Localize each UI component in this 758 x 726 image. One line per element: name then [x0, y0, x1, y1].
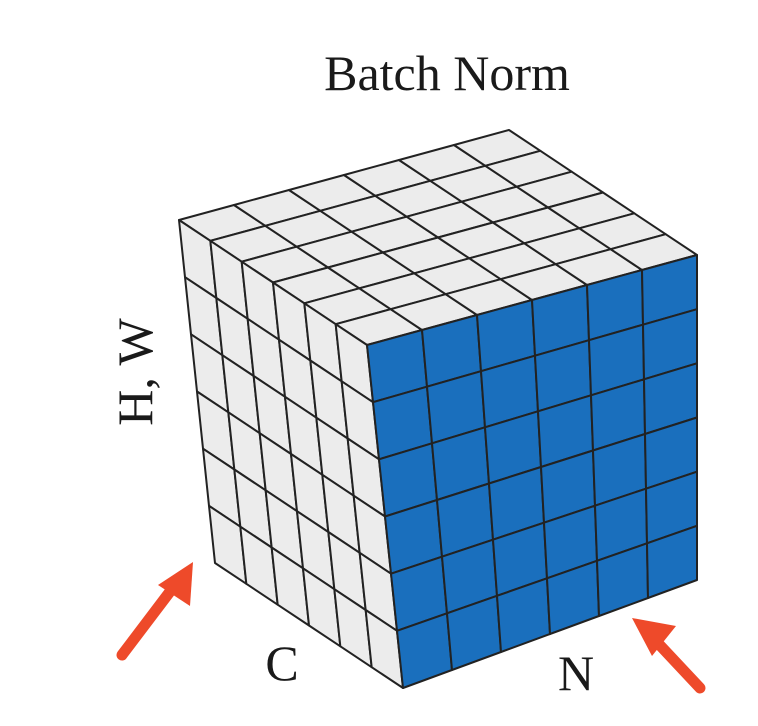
- axis-label-c: C: [265, 635, 298, 691]
- axis-label-n: N: [558, 645, 594, 701]
- axis-label-hw: H, W: [107, 317, 163, 425]
- cube-left-face: [178, 219, 404, 689]
- arrow-up-left-icon: [632, 618, 706, 694]
- cube-top-face: [178, 129, 698, 346]
- front-cell: [646, 524, 698, 599]
- cube-front-face-highlighted: [366, 254, 698, 689]
- diagram-title: Batch Norm: [324, 45, 570, 101]
- arrow-up-right-icon: [116, 562, 193, 661]
